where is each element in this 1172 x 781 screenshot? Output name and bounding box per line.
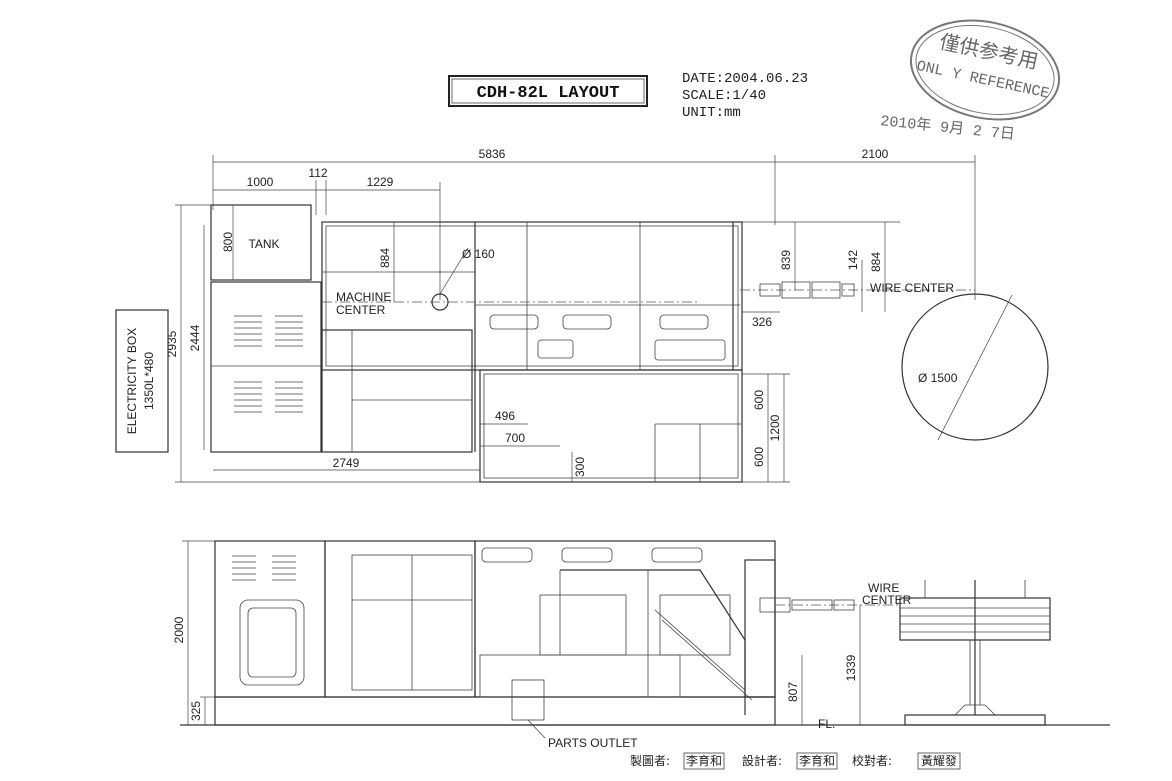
dim-2749: 2749 [333,456,360,470]
dim-300: 300 [573,457,587,477]
dim-700: 700 [505,431,525,445]
wire-coil-stand [899,580,1051,726]
dim-884-right: 884 [869,252,883,272]
reference-stamp: 僅供参考用 ONL Y REFERENCE [909,19,1061,121]
front-wire-feeder [759,597,855,613]
dim-600-top: 600 [752,390,766,410]
date-text: DATE:2004.06.23 [682,71,808,87]
vent-grille-upper [234,315,303,347]
dim-325: 325 [189,701,203,721]
wire-center-label-side-1: WIRE [868,581,899,595]
dim-600-bottom: 600 [752,447,766,467]
diam-1500-label: Ø 1500 [918,371,958,385]
designed-by-name: 李育和 [799,753,835,768]
wire-center-label-top: WIRE CENTER [870,281,954,295]
dim-839: 839 [779,250,793,270]
wire-center-label-side-2: CENTER [862,593,912,607]
wire-coil-plan [901,293,1049,441]
stamp-date-text: 2010年 9月 2 7日 [879,112,1015,144]
tank-label: TANK [248,237,279,251]
dim-112: 112 [308,166,327,180]
scale-text: SCALE:1/40 [682,88,766,104]
drawn-by-name: 李育和 [686,753,722,768]
drawing-info: DATE:2004.06.23 SCALE:1/40 UNIT:mm [682,71,808,121]
dim-1000: 1000 [247,175,274,189]
dim-2100: 2100 [862,147,889,161]
elevation-view: FL. 2000 325 [172,540,1110,750]
signature-row: 製圖者: 李育和 設計者: 李育和 校對者: 黃耀發 [630,752,961,770]
dim-326: 326 [752,315,772,329]
plan-view: 5836 2100 1000 112 1229 800 TANK 2935 24… [115,147,1049,483]
electricity-box-size: 1350L*480 [142,352,156,410]
vent-grille-lower [234,381,303,413]
dim-2935: 2935 [165,330,179,357]
floor-level-label: FL. [818,717,835,731]
dim-1200: 1200 [768,414,782,441]
dim-496: 496 [495,409,515,423]
dim-1339: 1339 [844,654,858,681]
dim-142: 142 [846,250,860,270]
unit-text: UNIT:mm [682,105,741,121]
wire-feeder [759,281,855,299]
dim-1229: 1229 [367,175,394,189]
checked-by-label: 校對者: [852,753,892,768]
machine-center-label-1: MACHINE [336,290,391,304]
dim-5836: 5836 [479,147,506,161]
dim-800: 800 [221,232,235,252]
machine-center-label-2: CENTER [336,303,386,317]
dim-884-left: 884 [378,248,392,268]
dim-2000: 2000 [172,616,186,643]
electricity-box-label: ELECTRICITY BOX [125,328,139,434]
checked-by-name: 黃耀發 [921,753,957,768]
dim-2444: 2444 [188,324,202,351]
diam-160-label: Ø 160 [462,247,495,261]
drawn-by-label: 製圖者: [630,754,670,768]
title-block: CDH-82L LAYOUT [448,75,648,107]
drawing-title: CDH-82L LAYOUT [477,84,620,103]
parts-outlet-label: PARTS OUTLET [548,736,638,750]
designed-by-label: 設計者: [742,753,782,768]
front-vent-grille [232,555,296,581]
dim-807: 807 [786,682,800,702]
